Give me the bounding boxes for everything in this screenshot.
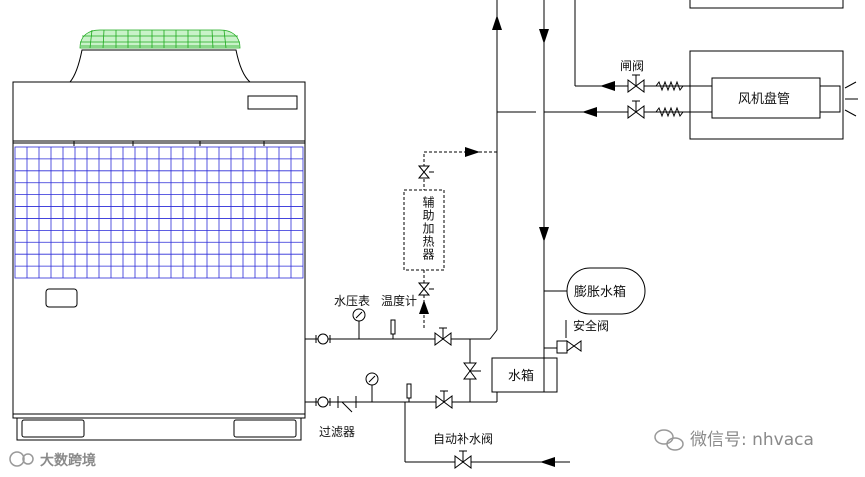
aux-heater-label: 辅助加热器 xyxy=(421,196,435,261)
watermark-left: 大数跨境 xyxy=(9,451,96,469)
arrow-left-makeup xyxy=(540,457,555,467)
fan-guard-icon xyxy=(79,29,241,49)
thermometer-bottom-icon xyxy=(406,383,412,402)
gate-valve-top-icon xyxy=(627,74,645,93)
condenser-coil-grid xyxy=(14,146,304,279)
thermometer-top-icon xyxy=(390,319,396,339)
aux-heater-box xyxy=(403,189,445,271)
outdoor-unit xyxy=(12,29,306,441)
control-panel xyxy=(45,288,78,308)
water-tank-label: 水箱 xyxy=(508,368,534,384)
watermark-logo-left-icon xyxy=(9,451,34,467)
flex-hose-bottom xyxy=(655,106,712,118)
piping xyxy=(305,0,690,463)
valves xyxy=(315,74,645,469)
auto-makeup-valve-label: 自动补水阀 xyxy=(433,432,493,446)
flow-arrows xyxy=(419,15,615,467)
fan-coil-area xyxy=(655,0,858,140)
safety-valve-label: 安全阀 xyxy=(573,318,609,333)
gate-valve-label: 闸阀 xyxy=(620,59,644,73)
wechat-icon xyxy=(654,429,684,451)
union-return-icon xyxy=(315,396,331,408)
flex-hose-top xyxy=(655,80,712,92)
fan-coil-label: 风机盘管 xyxy=(738,91,790,107)
gate-valve-bottom-icon xyxy=(627,100,645,119)
water-tank-box xyxy=(491,357,558,393)
union-supply-icon xyxy=(315,333,331,345)
unit-cabinet xyxy=(12,81,306,419)
expansion-tank-shape xyxy=(566,267,646,315)
arrow-left-fancoil xyxy=(600,81,615,91)
safety-valve-icon xyxy=(556,340,582,354)
fan-shroud xyxy=(69,49,251,83)
supply-valve-icon xyxy=(434,327,452,346)
pressure-gauge-bottom-icon xyxy=(365,372,379,402)
arrow-right-heater xyxy=(465,147,480,157)
nameplate xyxy=(247,95,298,110)
strainer-label: 过滤器 xyxy=(319,425,355,439)
arrow-up-supply xyxy=(492,15,502,30)
equipment xyxy=(403,189,646,393)
instruments xyxy=(352,308,412,402)
arrow-down-return-2 xyxy=(539,227,549,242)
return-valve-icon xyxy=(435,390,453,409)
heater-valve-bottom-icon xyxy=(417,282,434,296)
watermark-left-text: 大数跨境 xyxy=(40,452,96,469)
watermark-right: 微信号: nhvaca xyxy=(654,429,814,451)
thermometer-label: 温度计 xyxy=(381,293,417,308)
strainer-icon xyxy=(337,396,357,413)
pressure-gauge-top-icon xyxy=(352,308,366,339)
base-foot-left xyxy=(21,419,85,438)
makeup-valve-icon xyxy=(454,450,472,469)
fan-coil-room xyxy=(689,50,844,140)
arrow-left-return xyxy=(582,107,597,117)
bypass-valve-icon xyxy=(463,362,481,380)
arrow-down-return xyxy=(539,29,549,44)
labels: 闸阀 风机盘管 辅助加热器 水压表 温度计 膨胀水箱 安全阀 水箱 过滤器 自动… xyxy=(319,59,790,446)
arrow-up-heater xyxy=(419,300,429,314)
heater-valve-top-icon xyxy=(417,165,434,179)
base-foot-right xyxy=(233,419,297,438)
watermark-right-text: 微信号: nhvaca xyxy=(690,430,814,450)
expansion-tank-label: 膨胀水箱 xyxy=(574,284,626,300)
pressure-gauge-label: 水压表 xyxy=(334,294,370,308)
